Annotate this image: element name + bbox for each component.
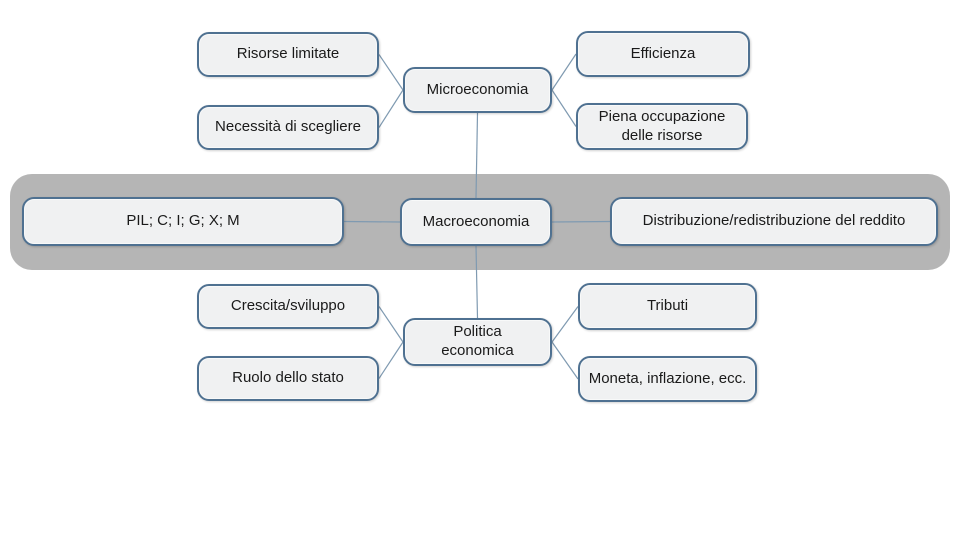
- node-ruolo-dello-stato: Ruolo dello stato: [197, 356, 379, 401]
- node-tributi: Tributi: [578, 283, 757, 330]
- connector-line: [378, 89, 404, 128]
- node-moneta-inflazione: Moneta, inflazione, ecc.: [578, 356, 757, 402]
- node-microeconomia: Microeconomia: [403, 67, 552, 113]
- node-pil-components: PIL; C; I; G; X; M: [22, 197, 344, 246]
- connector-line: [551, 89, 577, 127]
- node-necessita-di-scegliere: Necessità di scegliere: [197, 105, 379, 150]
- node-macroeconomia: Macroeconomia: [400, 198, 552, 246]
- node-piena-occupazione: Piena occupazione delle risorse: [576, 103, 748, 150]
- connector-line: [551, 306, 579, 343]
- node-distribuzione-reddito: Distribuzione/redistribuzione del reddit…: [610, 197, 938, 246]
- connector-line: [378, 341, 404, 379]
- node-politica-economica: Politica economica: [403, 318, 552, 366]
- connector-line: [378, 306, 404, 343]
- node-crescita-sviluppo: Crescita/sviluppo: [197, 284, 379, 329]
- connector-line: [551, 341, 579, 380]
- node-risorse-limitate: Risorse limitate: [197, 32, 379, 77]
- node-efficienza: Efficienza: [576, 31, 750, 77]
- connector-line: [551, 53, 577, 91]
- connector-line: [378, 54, 404, 91]
